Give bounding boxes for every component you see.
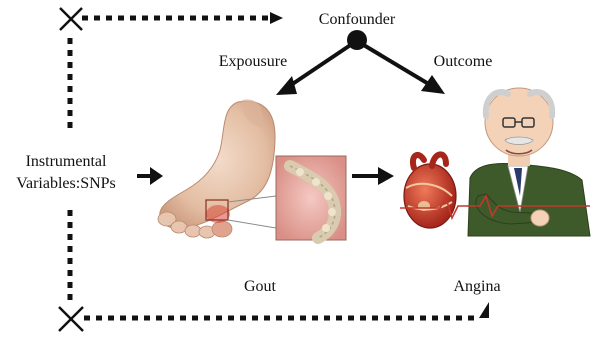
confounder-to-exposure-arrow [288, 44, 352, 87]
gout-foot-illustration [158, 99, 276, 238]
bottom-arrowhead [479, 302, 489, 318]
top-arrowhead [270, 12, 283, 24]
instrument-to-exposure-arrowhead [150, 167, 163, 185]
confounder-to-outcome-arrow [362, 44, 432, 86]
outcome-label: Outcome [434, 53, 493, 70]
exposure-label: Expousure [219, 53, 287, 70]
instrument-label-line2: Variables:SNPs [16, 175, 116, 192]
gout-label: Gout [244, 278, 277, 295]
joint-zoom-inset [276, 156, 346, 240]
confounder-to-outcome-arrowhead [421, 75, 445, 94]
instrument-label-line1: Instrumental [26, 153, 107, 170]
confounder-label: Confounder [319, 11, 396, 28]
elderly-man-with-heart-illustration [400, 88, 590, 236]
x-mark-icon [60, 8, 82, 30]
exposure-to-outcome-arrowhead [378, 167, 394, 185]
angina-label: Angina [453, 278, 500, 295]
x-mark-icon [59, 307, 83, 331]
confounder-to-exposure-arrowhead [276, 76, 297, 95]
